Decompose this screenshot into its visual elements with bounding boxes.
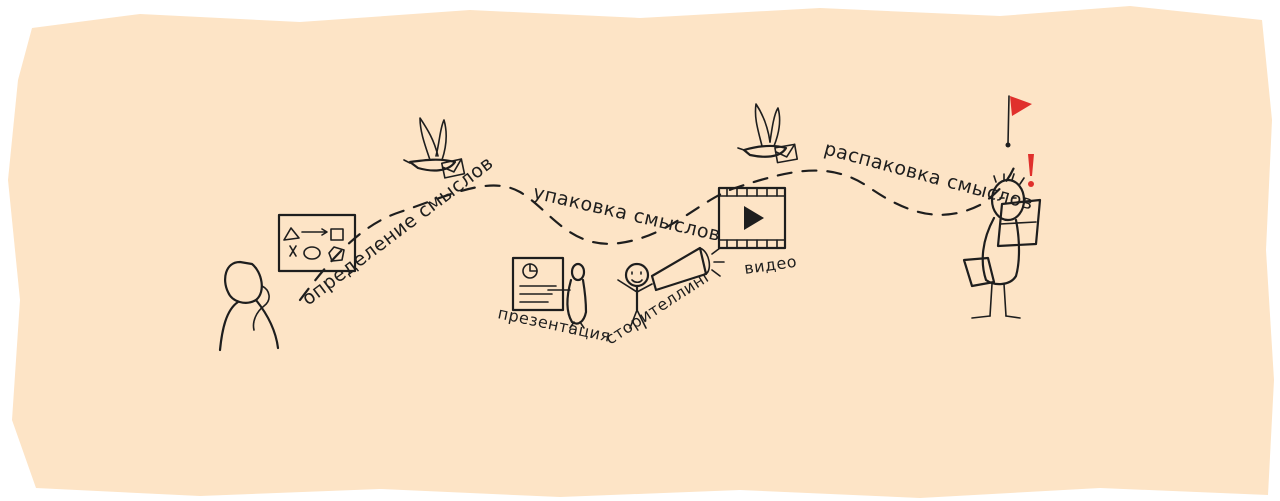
exclamation-icon <box>1028 154 1034 187</box>
dove-envelope-icon-2 <box>737 103 799 164</box>
journey-path <box>298 163 1017 302</box>
dove-envelope-icon <box>403 117 466 179</box>
thinking-person-icon <box>218 260 280 352</box>
peach-background <box>8 6 1274 498</box>
finish-flag-icon <box>1005 95 1032 148</box>
presentation-icon <box>511 256 588 329</box>
video-player-icon <box>717 186 787 250</box>
scheme-board-icon <box>277 213 357 273</box>
storyteller-icon <box>617 262 653 329</box>
play-icon <box>744 206 764 230</box>
reader-person-icon <box>962 173 1042 319</box>
